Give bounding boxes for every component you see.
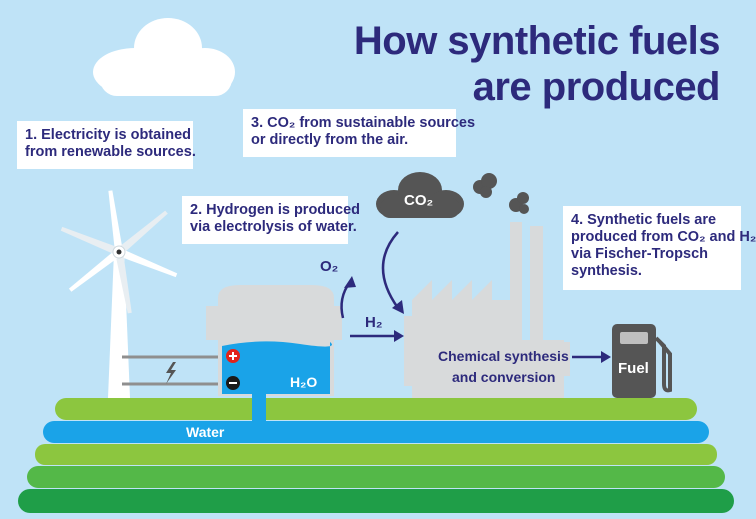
step-4-box: 4. Synthetic fuels are produced from CO₂… bbox=[563, 206, 756, 290]
step-text: synthesis. bbox=[571, 263, 642, 279]
co2-label: CO₂ bbox=[404, 192, 434, 209]
step-text: produced from CO₂ and H₂ bbox=[571, 229, 756, 245]
smoke-icon bbox=[473, 173, 529, 214]
minus-electrode-icon bbox=[226, 376, 240, 390]
title-line: are produced bbox=[472, 65, 721, 109]
water-stream bbox=[43, 421, 709, 443]
ground-stripe-1 bbox=[55, 398, 697, 420]
step-text: 3. CO₂ from sustainable sources bbox=[251, 115, 476, 131]
co2-arrow-icon bbox=[381, 231, 400, 309]
h2-label: H₂ bbox=[365, 314, 383, 331]
electrolysis-tank bbox=[206, 285, 342, 426]
plant-label-line: Chemical synthesis bbox=[438, 348, 569, 364]
step-3-box: 3. CO₂ from sustainable sources or direc… bbox=[243, 109, 476, 157]
step-text: 1. Electricity is obtained bbox=[25, 127, 191, 143]
co2-cloud-icon bbox=[376, 172, 464, 218]
page-title: How synthetic fuels are produced bbox=[353, 18, 721, 110]
step-1-box: 1. Electricity is obtained from renewabl… bbox=[17, 121, 196, 169]
o2-label: O₂ bbox=[320, 258, 339, 275]
step-text: via electrolysis of water. bbox=[190, 219, 357, 235]
plant-label-line: and conversion bbox=[452, 369, 556, 385]
step-text: or directly from the air. bbox=[251, 132, 409, 148]
title-line: How synthetic fuels bbox=[353, 19, 721, 63]
fuel-pump-icon bbox=[612, 324, 672, 398]
step-text: 2. Hydrogen is produced bbox=[190, 202, 360, 218]
water-label: Water bbox=[186, 424, 225, 440]
step-text: 4. Synthetic fuels are bbox=[571, 212, 717, 228]
h2o-label: H₂O bbox=[290, 374, 318, 390]
lightning-icon bbox=[166, 362, 176, 384]
wind-turbine-icon bbox=[60, 190, 178, 398]
step-text: from renewable sources. bbox=[25, 144, 196, 160]
ground-stripe-4 bbox=[18, 489, 734, 513]
fuel-label: Fuel bbox=[618, 360, 649, 377]
step-text: via Fischer-Tropsch bbox=[571, 246, 708, 262]
ground-stripe-3 bbox=[27, 466, 725, 488]
step-2-box: 2. Hydrogen is produced via electrolysis… bbox=[182, 196, 360, 244]
ground-stripe-2 bbox=[35, 444, 717, 465]
plus-electrode-icon bbox=[226, 349, 240, 363]
chemical-plant-icon bbox=[404, 222, 570, 398]
cloud-icon bbox=[93, 18, 235, 96]
